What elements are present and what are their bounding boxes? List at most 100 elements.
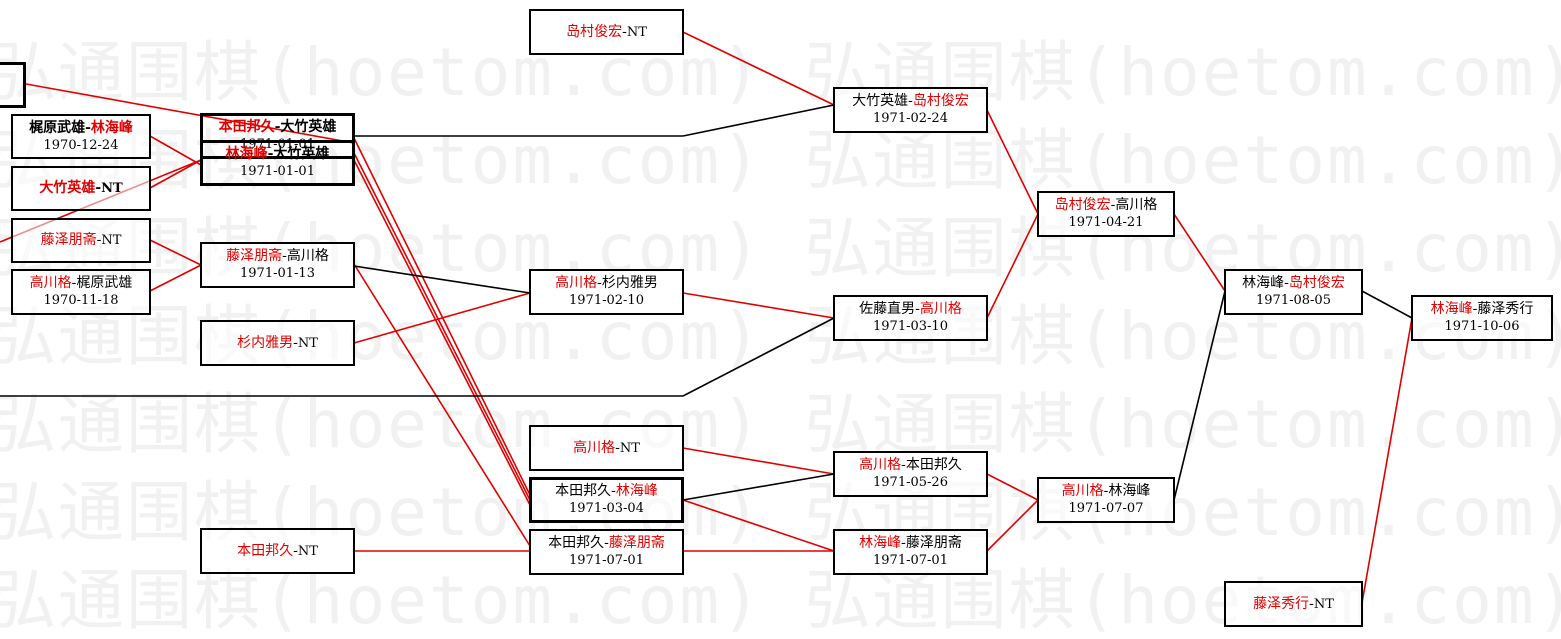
connector-line (149, 135, 202, 166)
player-name: 本田邦久 (548, 535, 605, 551)
separator: - (293, 542, 298, 559)
match-players: 梶原武雄-林海峰 (29, 119, 133, 137)
separator: - (71, 275, 77, 291)
player-name: 岛村俊宏 (1054, 197, 1111, 213)
match-node: 本田邦久-NT (200, 528, 355, 574)
connector-line (1361, 290, 1413, 319)
match-date: 1971-07-01 (569, 553, 644, 568)
player-name: 岛村俊宏 (566, 23, 623, 40)
match-date: 1971-03-04 (569, 501, 644, 516)
player-name: 高川格 (555, 275, 598, 291)
connector-line (1173, 290, 1226, 501)
match-date: 1971-05-26 (873, 475, 948, 490)
player-name: 梶原武雄 (76, 275, 133, 291)
player-name: 藤泽朋斋 (226, 248, 283, 264)
connector-line (353, 159, 531, 506)
player-name: NT (1313, 596, 1334, 612)
player-name: 大竹英雄 (39, 180, 96, 196)
connector-line (682, 31, 835, 106)
separator: - (96, 232, 102, 248)
separator: - (915, 301, 920, 317)
player-name: 林海峰 (1242, 275, 1285, 291)
match-date: 1971-02-10 (569, 293, 644, 308)
match-date: 1970-12-24 (43, 137, 119, 153)
match-players: 大竹英雄-岛村俊宏 (852, 92, 969, 110)
match-node: 藤泽朋斋-NT (11, 218, 151, 263)
player-name: 杉内雅男 (601, 275, 658, 291)
player-name: NT (101, 181, 123, 196)
separator: - (274, 119, 281, 135)
match-node: 杉内雅男-NT (200, 320, 355, 366)
player-name: NT (619, 440, 640, 456)
player-name: NT (626, 24, 647, 40)
separator: - (267, 146, 274, 162)
player-name: 林海峰 (1108, 483, 1151, 499)
separator: - (604, 535, 609, 551)
separator: - (293, 334, 298, 351)
player-name: 高川格 (859, 457, 902, 473)
player-name: 高川格 (1061, 483, 1104, 499)
player-name: 高川格 (286, 248, 329, 264)
connector-line (986, 109, 1039, 215)
match-node: 高川格-NT (529, 425, 684, 471)
separator: - (615, 439, 620, 456)
match-players: 藤泽朋斋-高川格 (226, 247, 329, 265)
player-name: 林海峰 (225, 146, 268, 162)
match-date: 1971-07-07 (1068, 501, 1144, 516)
match-date: 1970-11-18 (43, 293, 119, 308)
player-name: 本田邦久 (905, 457, 962, 473)
connector-line (682, 499, 835, 552)
match-players: 高川格-杉内雅男 (555, 274, 658, 292)
player-name: NT (101, 233, 122, 248)
player-name: 藤泽秀行 (1477, 301, 1534, 317)
player-name: 藤泽朋斋 (608, 535, 665, 551)
connector-line (682, 104, 835, 137)
match-date: 1971-04-21 (1068, 215, 1144, 230)
connector-line (149, 264, 202, 292)
match-players: 高川格-本田邦久 (859, 456, 962, 474)
separator: - (901, 535, 906, 551)
separator: - (597, 275, 602, 291)
player-name: 本田邦久 (218, 119, 275, 135)
match-date: 1971-07-01 (873, 553, 948, 568)
match-node: 藤泽秀行-NT (1224, 581, 1363, 627)
player-name: 林海峰 (1430, 301, 1473, 317)
player-name: 杉内雅男 (237, 334, 294, 351)
connector-line (682, 292, 835, 319)
match-date: 1971-03-10 (873, 319, 948, 334)
separator: - (908, 93, 913, 109)
separator: - (282, 248, 287, 264)
match-date: 1971-10-06 (1444, 319, 1520, 334)
player-name: 岛村俊宏 (912, 93, 969, 109)
match-node: 岛村俊宏-NT (529, 9, 684, 55)
match-players: 高川格-梶原武雄 (30, 274, 133, 292)
match-date: 1971-02-24 (873, 111, 948, 126)
match-players: 本田邦久-NT (237, 542, 318, 561)
separator: - (85, 119, 91, 136)
player-name: 梶原武雄 (29, 119, 86, 136)
separator: - (611, 483, 616, 499)
connector-line (149, 239, 202, 266)
player-name: 藤泽秀行 (1253, 595, 1310, 612)
match-players: 高川格-林海峰 (1062, 482, 1151, 500)
connector-line (353, 137, 531, 496)
match-date: 1971-01-01 (240, 164, 315, 179)
match-players: 本田邦久-大竹英雄 (219, 118, 337, 136)
match-players: 本田邦久-藤泽朋斋 (548, 534, 665, 552)
match-players: 大竹英雄-NT (39, 179, 122, 198)
match-players: 本田邦久-林海峰 (555, 482, 658, 500)
connector-line (149, 159, 202, 189)
match-players: 藤泽朋斋-NT (41, 231, 122, 250)
match-players: 林海峰-藤泽朋斋 (859, 534, 962, 552)
match-players: 林海峰-岛村俊宏 (1242, 274, 1345, 292)
